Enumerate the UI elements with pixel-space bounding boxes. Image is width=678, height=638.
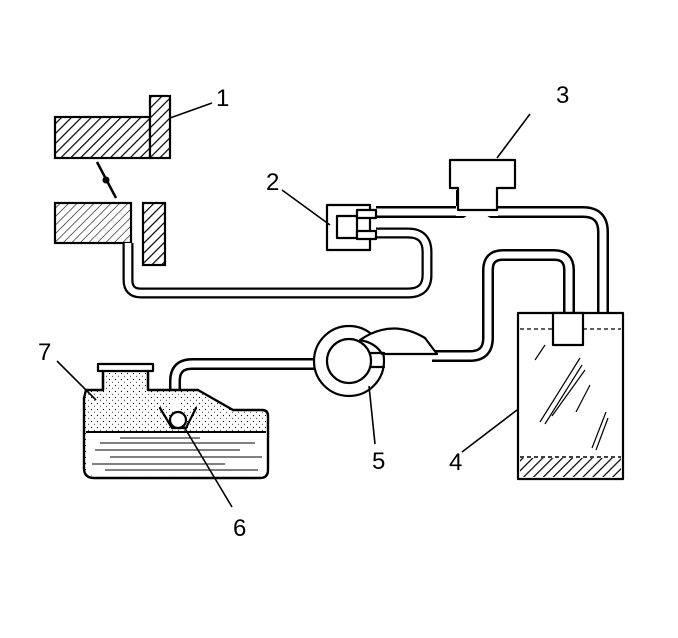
purge-solenoid <box>325 203 378 252</box>
callout-3: 3 <box>556 82 569 109</box>
hose-valve-to-solenoid <box>122 227 433 299</box>
callout-labels: 1 2 3 4 5 6 7 <box>38 82 569 542</box>
rollover-valve <box>158 400 198 430</box>
callout-6: 6 <box>233 515 246 542</box>
pump <box>312 324 439 398</box>
callout-7: 7 <box>38 339 51 366</box>
leader-lines <box>56 102 531 508</box>
callout-1: 1 <box>216 85 229 112</box>
charcoal-canister <box>516 311 625 481</box>
callout-5: 5 <box>372 448 385 475</box>
callout-4: 4 <box>449 449 462 476</box>
vent-valve <box>448 158 517 212</box>
fuel-tank <box>82 362 270 480</box>
throttle-valve-assembly <box>53 94 172 267</box>
hoses <box>122 190 609 404</box>
callout-2: 2 <box>266 169 279 196</box>
